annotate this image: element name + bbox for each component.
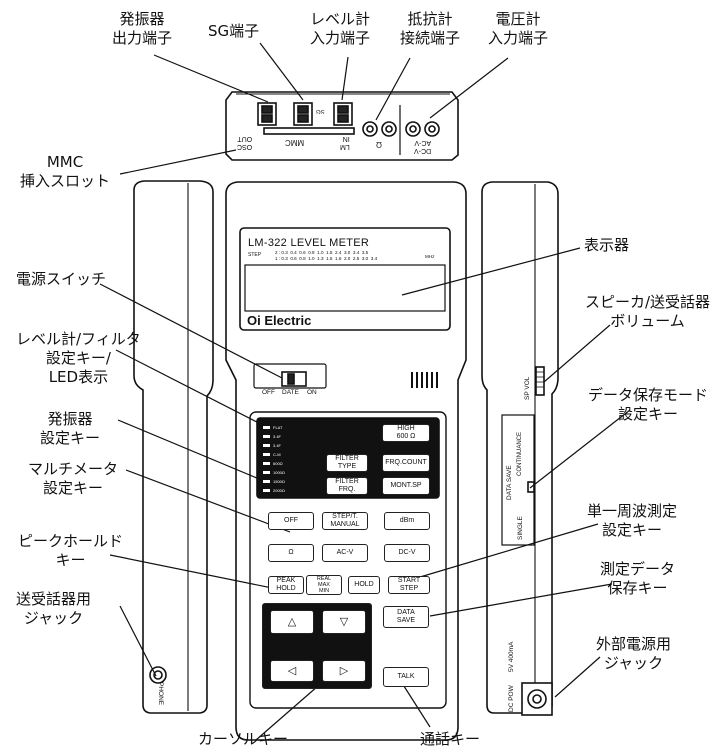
- step-label: STEP: [248, 252, 262, 258]
- cursor-up-key[interactable]: △: [270, 610, 314, 634]
- label-ext-power-jack: 外部電源用 ジャック: [596, 635, 672, 672]
- osc-off-key[interactable]: OFF: [268, 512, 314, 530]
- right-side-view: [481, 181, 559, 716]
- label-speaker-volume: スピーカ/送受話器 ボリューム: [585, 293, 711, 330]
- filter-frq-key[interactable]: FILTER FRQ.: [326, 477, 368, 495]
- side-sp-vol-label: SP VOL: [524, 376, 531, 400]
- led-item: 3.4F: [263, 441, 303, 450]
- start-step-key[interactable]: START STEP: [388, 576, 430, 594]
- top-lm-in: LM IN: [340, 135, 350, 150]
- led-item: 3.4F: [263, 432, 303, 441]
- label-display: 表示器: [584, 236, 630, 254]
- led-item: 1000Ω: [263, 468, 303, 477]
- label-power-switch: 電源スイッチ: [16, 270, 107, 288]
- step-manual-key[interactable]: STEP/T. MANUAL: [322, 512, 368, 530]
- label-ohm-terminal: 抵抗計 接続端子: [400, 10, 461, 47]
- real-max-min-key[interactable]: REAL MAX MIN: [306, 575, 342, 595]
- cursor-down-key[interactable]: ▽: [322, 610, 366, 634]
- side-single-label: SINGLE: [517, 516, 524, 540]
- side-continuance-label: CONTINUANCE: [517, 431, 523, 476]
- brand-logo: Oi Electric: [247, 313, 312, 328]
- top-dcv-acv: DC-V AC-V: [414, 139, 432, 154]
- cursor-right-key[interactable]: ▷: [322, 660, 366, 682]
- led-column: FLAT 3.4F 3.4F C-M 600Ω 1000Ω 1500Ω 2000…: [263, 423, 303, 495]
- switch-on-label: ON: [307, 389, 317, 396]
- dbm-key[interactable]: dBm: [384, 512, 430, 530]
- high-600-key[interactable]: HIGH 600 Ω: [382, 424, 430, 442]
- pointer-lines: [99, 42, 631, 741]
- top-sg: SG: [316, 108, 325, 114]
- label-lm-filter-keys: レベル計/フィルタ 設定キー/ LED表示: [16, 330, 141, 386]
- label-mmc-slot: MMC 挿入スロット: [20, 153, 111, 190]
- frq-count-key[interactable]: FRQ.COUNT: [382, 454, 430, 472]
- label-volt-input: 電圧計 入力端子: [488, 10, 549, 47]
- label-lm-input: レベル計 入力端子: [310, 10, 371, 47]
- cursor-left-key[interactable]: ◁: [270, 660, 314, 682]
- led-item: C-M: [263, 450, 303, 459]
- label-osc-keys: 発振器 設定キー: [40, 410, 101, 447]
- label-phone-jack: 送受話器用 ジャック: [16, 590, 92, 627]
- led-item: 600Ω: [263, 459, 303, 468]
- label-data-save-mode: データ保存モード 設定キー: [588, 386, 709, 423]
- step-row-1: 2 : 0.3 0.4 0.6 0.8 1.0 1.5 2.4 3.0 3.4 …: [275, 250, 369, 255]
- label-sg-terminal: SG端子: [208, 22, 260, 40]
- led-item: FLAT: [263, 423, 303, 432]
- model-name: LM-322 LEVEL METER: [248, 237, 370, 249]
- mont-sp-key[interactable]: MONT.SP: [382, 477, 430, 495]
- side-power-spec-label: 5V 400mA: [508, 641, 515, 672]
- top-mmc: MMC: [285, 138, 305, 147]
- led-item: 2000Ω: [263, 486, 303, 495]
- label-talk-key: 通話キー: [420, 730, 481, 748]
- top-ohm: Ω: [376, 140, 382, 149]
- filter-type-key[interactable]: FILTER TYPE: [326, 454, 368, 472]
- dc-v-key[interactable]: DC-V: [384, 544, 430, 562]
- top-osc-out: OSC OUT: [237, 135, 253, 150]
- step-row-2: 1 : 0.3 0.6 0.8 1.0 1.3 1.5 1.6 2.0 2.5 …: [275, 256, 378, 261]
- switch-date-label: DATE: [282, 389, 299, 396]
- top-view: [225, 91, 459, 161]
- ohm-key[interactable]: Ω: [268, 544, 314, 562]
- ac-v-key[interactable]: AC-V: [322, 544, 368, 562]
- side-phone-label: PHONE: [157, 682, 164, 706]
- label-save-key: 測定データ 保存キー: [600, 560, 676, 597]
- label-multimeter-keys: マルチメータ 設定キー: [28, 460, 119, 497]
- led-item: 1500Ω: [263, 477, 303, 486]
- side-data-save-label: DATA SAVE: [506, 465, 513, 500]
- side-dc-pow-label: DC POW: [508, 685, 515, 712]
- label-osc-output: 発振器 出力端子: [112, 10, 173, 47]
- label-peak-hold: ピークホールド キー: [18, 532, 124, 569]
- left-side-view: [133, 180, 214, 714]
- label-single-freq: 単一周波測定 設定キー: [587, 502, 678, 539]
- switch-off-label: OFF: [262, 389, 275, 396]
- data-save-key[interactable]: DATA SAVE: [383, 606, 429, 628]
- label-cursor-keys: カーソルキー: [198, 730, 289, 748]
- mhz-label: MHz: [425, 254, 435, 259]
- hold-key[interactable]: HOLD: [348, 576, 380, 594]
- peak-hold-key[interactable]: PEAK HOLD: [268, 576, 304, 594]
- talk-key[interactable]: TALK: [383, 667, 429, 687]
